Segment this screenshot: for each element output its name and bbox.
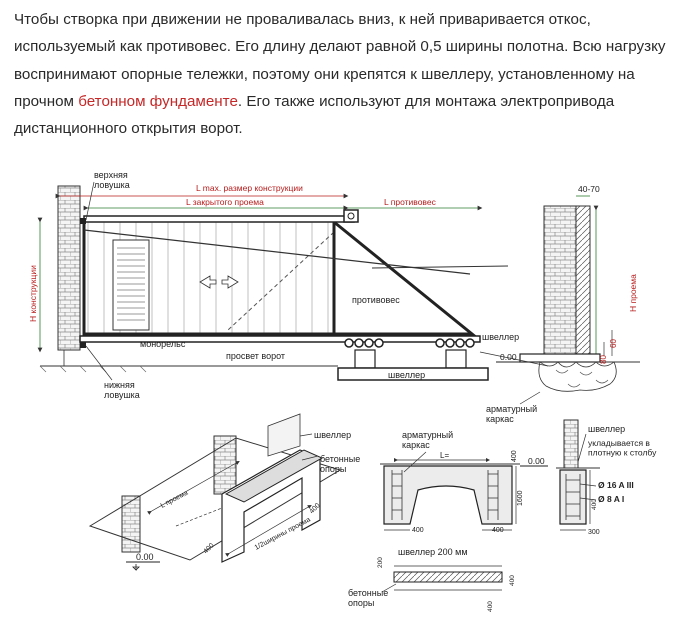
section-dim-400: 400	[511, 450, 518, 462]
wicket-door	[112, 239, 150, 331]
h-construction-label: H конструкции	[28, 265, 38, 322]
article-paragraph: Чтобы створка при движении не проваливал…	[14, 6, 694, 142]
rebar-dim-300: 300	[588, 529, 600, 536]
stone-fill	[538, 361, 617, 392]
iso-dim-400b: 400	[202, 542, 215, 555]
rebar-pillar	[563, 419, 579, 469]
roller-carriage-right	[435, 338, 475, 369]
channel-200-label: швеллер 200 мм	[398, 547, 468, 557]
counterweight-label: противовес	[352, 295, 400, 305]
section-dim-400-left: 400	[412, 527, 424, 534]
concrete-foundation-link[interactable]: бетонном фундаменте	[78, 92, 238, 110]
dim-60: 60	[609, 339, 618, 348]
iso-pillar-left	[121, 495, 141, 553]
dim-80: 80	[599, 355, 608, 364]
dim-40-70: 40-70	[578, 184, 600, 194]
top-roller	[343, 209, 359, 223]
l-counterweight-label: L противовес	[384, 197, 437, 207]
pillar-zero-label: 0.00	[500, 352, 517, 362]
channel-dim-400-bottom: 400	[487, 601, 494, 612]
counterweight-triangle	[332, 218, 477, 336]
rebar-8-label: Ø 8 A I	[598, 494, 624, 504]
section-dim-1600: 1600	[517, 490, 524, 506]
roller-carriage-left	[344, 338, 384, 369]
channel-200-section	[393, 571, 503, 583]
gate-clearance-label: просвет ворот	[226, 351, 285, 361]
rebar-dim-400: 400	[591, 499, 598, 510]
rebar-footing	[559, 469, 587, 525]
pillar-section: 40-70 H проема 60 80 швеллер 0.00 армату…	[479, 184, 640, 424]
right-pillar	[543, 205, 577, 357]
pillar-channel-label: швеллер	[482, 332, 519, 342]
iso-l-opening: L проема	[160, 490, 190, 510]
left-pillar	[57, 185, 81, 351]
slide-arrows-icon	[199, 275, 239, 289]
channel-under-label: швеллер	[388, 370, 425, 380]
article-text-before: Чтобы створка при движении не проваливал…	[14, 11, 666, 110]
monorail-label: монорельс	[140, 339, 186, 349]
channel-dim-200: 200	[377, 557, 384, 568]
channel-dim-400-small: 400	[509, 575, 516, 586]
section-dim-400-right: 400	[492, 527, 504, 534]
article-text-after: . Его также используют для монтажа элект…	[14, 92, 615, 138]
channel-beam	[337, 367, 489, 381]
rebar-16-label: Ø 16 A III	[598, 480, 634, 490]
l-closed-label: L закрытого проема	[186, 197, 264, 207]
rebar-channel-label: швеллер	[588, 424, 625, 434]
h-opening-label: H проема	[628, 274, 638, 312]
section-zero: 0.00	[528, 456, 545, 466]
section-l-eq: L=	[440, 451, 449, 460]
iso-zero-label: 0.00	[136, 552, 154, 562]
section-body	[383, 465, 513, 525]
monorail	[79, 335, 481, 343]
l-max-label: L max. размер конструкции	[196, 183, 303, 193]
iso-channel-label: швеллер	[314, 430, 351, 440]
